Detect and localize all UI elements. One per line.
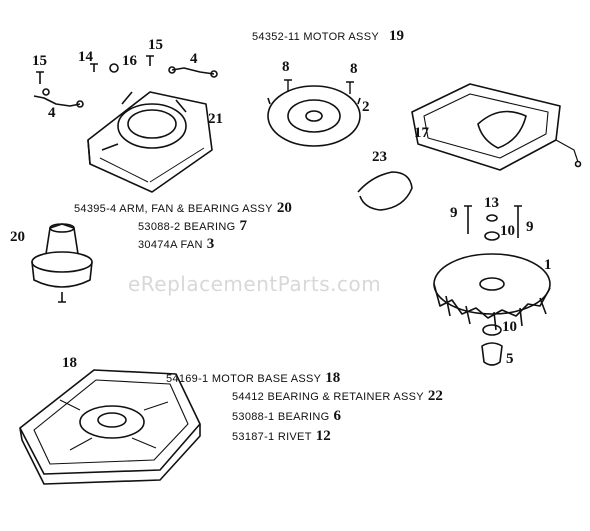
callout-10: 10 [500, 223, 515, 239]
watermark: eReplacementParts.com [128, 272, 382, 296]
callout-13: 13 [484, 195, 499, 211]
callout-17: 17 [414, 125, 429, 141]
callout-4: 4 [190, 51, 198, 67]
upper-housing-drawing [87, 91, 213, 193]
end-bracket-drawing [267, 79, 361, 147]
bearing-retainer-assy-label: 54412 BEARING & RETAINER ASSY 22 [232, 388, 443, 404]
callout-10: 10 [502, 319, 517, 335]
cable-drawing [357, 171, 413, 211]
callout-1: 1 [544, 257, 552, 273]
callout-14: 14 [78, 49, 93, 65]
callout-5: 5 [506, 351, 514, 367]
callout-21: 21 [208, 111, 223, 127]
fan-30474a-label: 30474A FAN 3 [138, 236, 215, 252]
callout-20: 20 [10, 229, 25, 245]
arm-fan-assembly-drawing [31, 223, 93, 303]
callout-23: 23 [372, 149, 387, 165]
callout-4: 4 [48, 105, 56, 121]
callout-8: 8 [350, 61, 358, 77]
wire-lead-right-drawing [168, 66, 218, 78]
wire-lead-left-drawing [33, 88, 84, 108]
callout-15: 15 [148, 37, 163, 53]
callout-18: 18 [62, 355, 77, 371]
callout-16: 16 [122, 53, 137, 69]
motor-assy-label: 54352-11 MOTOR ASSY 19 [252, 28, 404, 44]
fan-hardware-drawing [464, 205, 522, 366]
arm-fan-bearing-assy-label: 54395-4 ARM, FAN & BEARING ASSY 20 [74, 200, 292, 216]
motor-base-assy-label: 54169-1 MOTOR BASE ASSY 18 [166, 370, 341, 386]
motor-base-drawing [19, 369, 201, 485]
callout-8: 8 [282, 59, 290, 75]
callout-9: 9 [526, 219, 534, 235]
callout-15: 15 [32, 53, 47, 69]
callout-9: 9 [450, 205, 458, 221]
fan-blade-drawing [433, 253, 551, 331]
bearing-53088-1-label: 53088-1 BEARING 6 [232, 408, 341, 424]
motor-frame-drawing [411, 83, 582, 171]
small-screws-drawing [36, 55, 154, 84]
bearing-53088-2-label: 53088-2 BEARING 7 [138, 218, 247, 234]
rivet-label: 53187-1 RIVET 12 [232, 428, 331, 444]
callout-2: 2 [362, 99, 370, 115]
